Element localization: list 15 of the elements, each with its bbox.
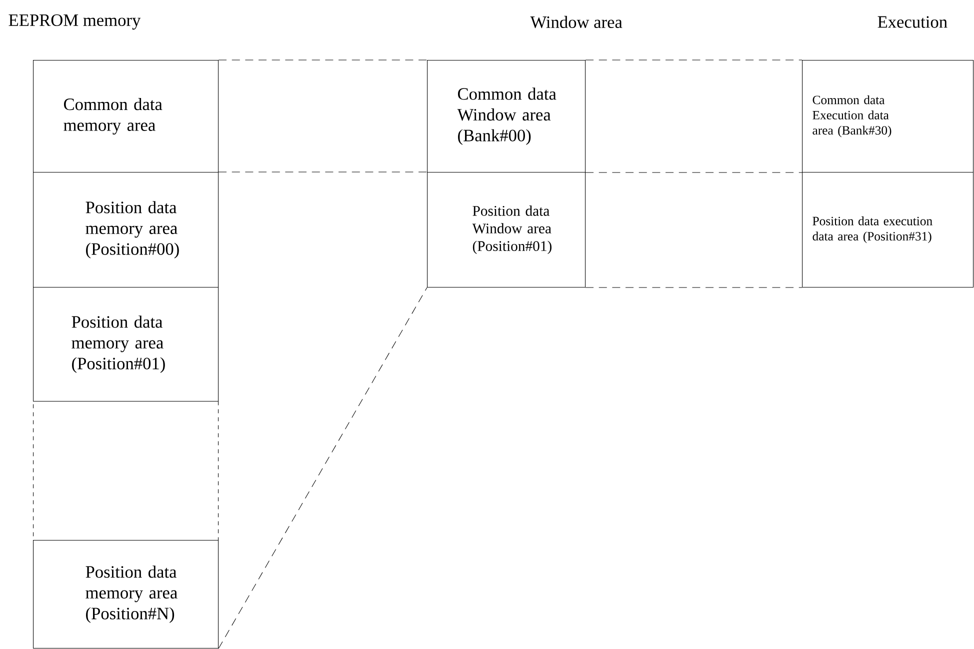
column-heading: Execution (878, 16, 948, 28)
memory-area-box: Position data memory area (Position#N) (33, 540, 219, 649)
memory-area-box: Position data execution data area (Position#31) (802, 172, 974, 288)
memory-area-box: Position data memory area (Position#00) (33, 172, 219, 288)
mapping-line (585, 172, 802, 173)
memory-area-box: Common data Execution data area (Bank#30) (802, 60, 974, 173)
memory-area-box: Common data Window area (Bank#00) (427, 60, 586, 173)
column-heading: EEPROM memory (8, 14, 141, 30)
mapping-line (585, 287, 802, 288)
column-heading: Window area (530, 16, 622, 28)
memory-area-box: Position data memory area (Position#01) (33, 287, 219, 402)
memory-area-box: Position data Window area (Position#01) (427, 172, 586, 288)
omitted-area-box (33, 401, 219, 541)
mapping-line (218, 287, 428, 649)
memory-area-box: Common data memory area (33, 60, 219, 173)
